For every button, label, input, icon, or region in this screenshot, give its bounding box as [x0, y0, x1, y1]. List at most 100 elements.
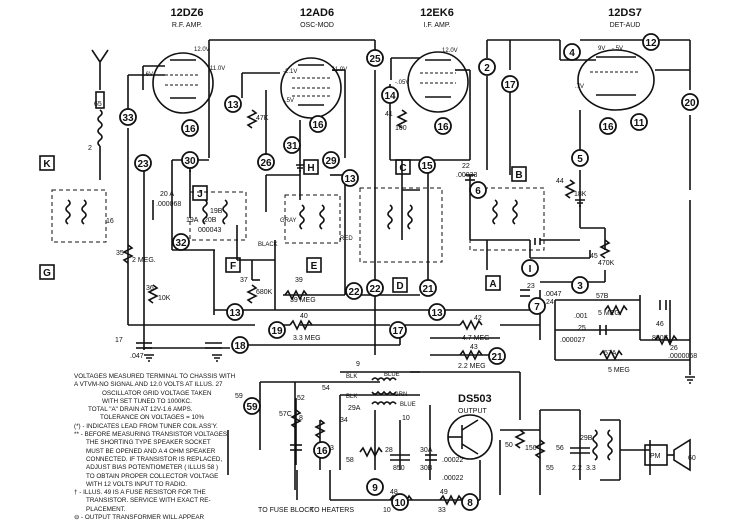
- r39meg-label: 39 MEG: [290, 297, 316, 304]
- note-line: WITH SET TUNED TO 1000KC.: [102, 397, 192, 405]
- notes-block: VOLTAGES MEASURED TERMINAL TO CHASSIS WI…: [74, 373, 254, 522]
- r47meg-label: 4.7 MEG: [462, 335, 490, 342]
- capacitors: [136, 174, 667, 461]
- tp-6-label: 6: [475, 186, 481, 197]
- tube-12ek6: [407, 51, 469, 113]
- label-b: B: [515, 170, 522, 181]
- c3-3-label: 3.3: [586, 465, 596, 472]
- c000043-label: 000043: [198, 227, 221, 234]
- tp-16b-label: 16: [312, 120, 324, 131]
- tube-2-function: OSC-MOD: [300, 22, 334, 29]
- tp-33: [119, 108, 137, 126]
- label-h: H: [307, 163, 314, 174]
- r40-label: 40: [300, 313, 308, 320]
- r39-label: 39: [295, 277, 303, 284]
- tp-5: [571, 149, 589, 167]
- c2meg-label: 2 MEG.: [132, 257, 156, 264]
- v-label: -.5V: [612, 46, 623, 52]
- tp-13c-label: 13: [229, 308, 241, 319]
- label-i: I: [529, 264, 532, 275]
- note-line: ** - BEFORE MEASURING TRANSISTOR VOLTAGE…: [74, 431, 229, 439]
- r37-label: 37: [240, 277, 248, 284]
- r48-label: 48: [390, 489, 398, 496]
- tp-26-label: 26: [260, 158, 272, 169]
- to-heaters: TO HEATERS: [310, 507, 354, 514]
- transformers: [51, 187, 613, 461]
- tube-4-type: 12DS7: [608, 7, 642, 19]
- c55-label: 55: [546, 465, 554, 472]
- tp-20-label: 20: [684, 98, 696, 109]
- r10-label: 10: [383, 507, 391, 514]
- r46-label: 46: [656, 321, 664, 328]
- r47k-label: 47K: [256, 115, 269, 122]
- speaker: PM: [644, 438, 691, 472]
- wire-blk: BLK: [346, 374, 357, 380]
- c8-label: 8: [299, 415, 303, 422]
- tp-29: [322, 151, 340, 169]
- c57c-label: 57C: [279, 411, 292, 418]
- tp-12: [642, 33, 660, 51]
- wire-blk-2: BLK: [346, 394, 357, 400]
- note-line: CONNECTED. IF TRANSISTOR IS REPLACED,: [86, 455, 223, 463]
- box-labels: K G J F H E C D B A I: [39, 155, 539, 293]
- c29b-label: 29B: [580, 435, 593, 442]
- r3-label: 3: [330, 445, 334, 452]
- transistor-ref: DS503: [458, 393, 492, 405]
- c59-label: 59: [235, 393, 243, 400]
- r33meg-label: 3.3 MEG: [293, 335, 321, 342]
- note-line: VOLTAGES MEASURED TERMINAL TO CHASSIS WI…: [74, 373, 236, 380]
- tp-16c-label: 16: [437, 122, 449, 133]
- wire-blue-2: BLUE: [400, 402, 416, 408]
- c9-label: 9: [356, 361, 360, 368]
- c17-label: 17: [115, 337, 123, 344]
- c35-label: 35: [116, 250, 124, 257]
- tp-25: [366, 49, 384, 67]
- tp-14: [381, 86, 399, 104]
- r50-label: 50: [505, 442, 513, 449]
- label-k: K: [43, 159, 51, 170]
- tp-16c: [434, 117, 452, 135]
- r10k-label: 10K: [158, 295, 171, 302]
- resistors: [122, 109, 678, 506]
- note-line: WITH 12 VOLTS INPUT TO RADIO.: [86, 480, 188, 488]
- c25-label: 25: [578, 325, 586, 332]
- v-label: -2.1V: [283, 69, 297, 75]
- r49-label: 49: [440, 489, 448, 496]
- tp-3: [571, 276, 589, 294]
- c10-label: 10: [402, 415, 410, 422]
- note-line: TOLERANCE ON VOLTAGES = 10%: [100, 414, 205, 422]
- note-line: ⊖ - OUTPUT TRANSFORMER WILL APPEAR: [74, 514, 205, 522]
- r820k-label: 820K: [652, 335, 669, 342]
- component-labels: 65 2 47K 41 100 44 18K 45 470K 20 A .000…: [88, 101, 697, 514]
- tp-32-label: 32: [175, 238, 187, 249]
- tp-16a-label: 16: [184, 124, 196, 135]
- tp-13d: [428, 303, 446, 321]
- speaker-pm-label: PM: [650, 453, 661, 460]
- tp-17b: [389, 321, 407, 339]
- tp-7: [528, 297, 546, 315]
- r54-label: 54: [322, 385, 330, 392]
- tp-23-label: 23: [137, 159, 149, 170]
- note-line: TOTAL "A" DRAIN AT 12V-1.6 AMPS.: [88, 406, 193, 414]
- r2-label: 2: [88, 145, 92, 152]
- tp-16b: [309, 115, 327, 133]
- c20a-label: 20 A: [160, 191, 174, 198]
- tp-8-label: 8: [467, 498, 473, 509]
- tp-26: [257, 153, 275, 171]
- test-point-marks: 2 3 4 5 6 7 8 9 10 11 12 13 13 13 13 14 …: [119, 33, 699, 511]
- wire-black: BLACK: [258, 242, 278, 248]
- r57a-label: 57A: [604, 350, 617, 357]
- tp-18: [231, 336, 249, 354]
- tp-59-label: 59: [246, 402, 258, 413]
- tp-17b-label: 17: [392, 326, 404, 337]
- v-label: 12.0V: [194, 47, 210, 53]
- tp-22a: [366, 279, 384, 297]
- r22meg-label: 2.2 MEG: [458, 363, 486, 370]
- tp-9: [366, 478, 384, 496]
- r33-label: 33: [438, 507, 446, 514]
- tp-31-label: 31: [286, 141, 298, 152]
- c000068b-label: .0000068: [668, 353, 697, 360]
- tp-15: [418, 156, 436, 174]
- tp-7-label: 7: [534, 302, 540, 313]
- tp-31: [283, 136, 301, 154]
